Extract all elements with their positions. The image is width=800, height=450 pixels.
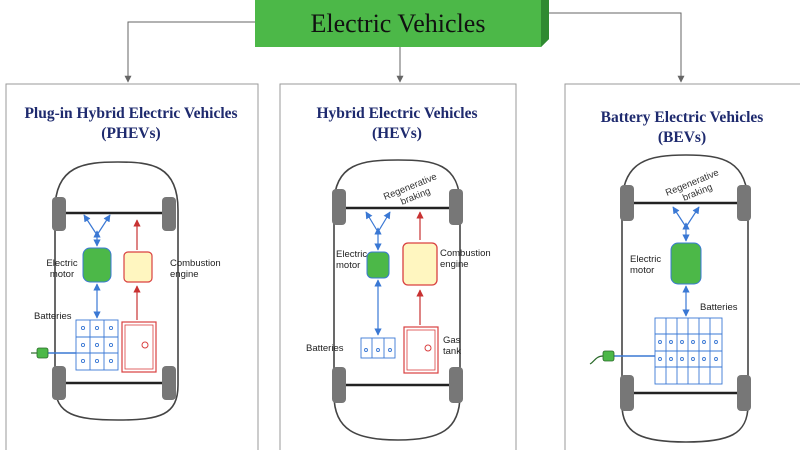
title-connectors [124,12,685,83]
car-body [333,159,461,441]
wheel-front-right [162,197,176,231]
car-body [54,161,179,421]
battery-pack [75,319,119,371]
panel-phev: Plug-in Hybrid Electric Vehicles (PHEVs) [5,83,259,450]
wheel-front-left [52,197,66,231]
combustion-engine [123,251,153,283]
wheel-front-left [620,185,634,221]
panel-bev-title: Battery Electric Vehicles [601,109,764,126]
gas-tank [121,321,157,373]
wheel-rear-right [162,366,176,400]
main-title: Electric Vehicles [311,9,486,38]
panel-hev-title: Hybrid Electric Vehicles [316,105,477,122]
wheel-rear-left [332,367,346,403]
label-batteries: Batteries [34,311,72,322]
battery-pack [654,317,723,385]
panel-hev: Hybrid Electric Vehicles (HEVs) [279,83,517,450]
label-batteries: Batteries [306,343,344,354]
wheel-front-right [737,185,751,221]
title-box: Electric Vehicles [255,0,549,47]
electric-motor [366,251,390,279]
wheel-rear-right [449,367,463,403]
panel-phev-subtitle: (PHEVs) [101,125,160,142]
panel-hev-subtitle: (HEVs) [372,125,422,142]
charging-plug-icon [589,350,655,365]
panel-hev-frame [279,83,517,450]
panel-bev: Battery Electric Vehicles (BEVs) [564,83,800,450]
panel-phev-title: Plug-in Hybrid Electric Vehicles [24,105,237,122]
wheel-rear-left [52,366,66,400]
wheel-front-left [332,189,346,225]
electric-motor [670,242,702,285]
combustion-engine [402,242,438,286]
charging-plug-icon [31,347,76,359]
electric-motor [82,247,112,283]
label-batteries: Batteries [700,302,738,313]
wheel-rear-left [620,375,634,411]
wheel-rear-right [737,375,751,411]
battery-pack [360,337,396,359]
gas-tank [403,326,439,374]
wheel-front-right [449,189,463,225]
panel-bev-subtitle: (BEVs) [658,129,706,146]
